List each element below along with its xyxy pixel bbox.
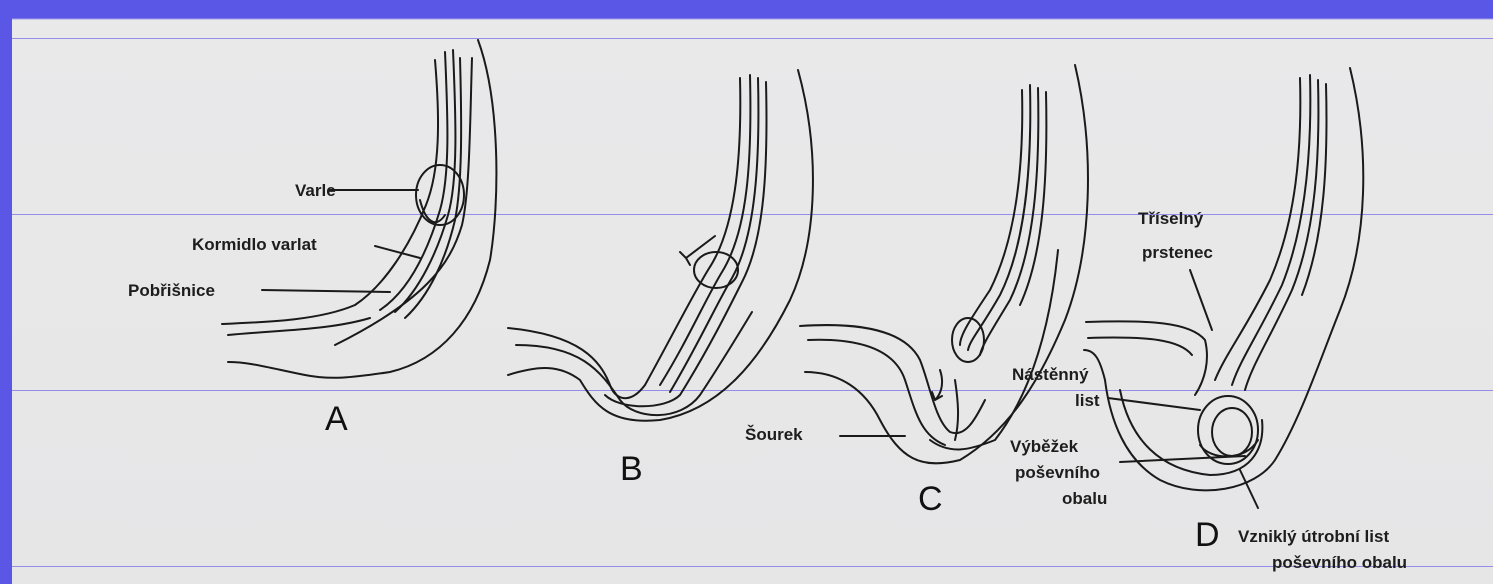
label-utrobni-line2: poševního obalu <box>1272 552 1407 573</box>
panel-letter-a: A <box>325 402 348 436</box>
label-pobrisnice: Pobřišnice <box>128 280 215 301</box>
label-trisel-line1: Tříselný <box>1138 208 1203 229</box>
label-vybezek-line1: Výběžek <box>1010 436 1078 457</box>
label-vybezek-line2: poševního <box>1015 462 1100 483</box>
label-utrobni-line1: Vzniklý útrobní list <box>1238 526 1389 547</box>
panel-c-drawing <box>800 65 1088 463</box>
pointer-pobrisnice <box>262 290 390 292</box>
label-vybezek-line3: obalu <box>1062 488 1107 509</box>
label-trisel-line2: prstenec <box>1142 242 1213 263</box>
pointer-utrobni <box>1240 470 1258 508</box>
pointer-vybezek <box>1120 456 1245 462</box>
panel-a-drawing <box>222 40 496 378</box>
pointer-nastenny <box>1108 398 1200 410</box>
panel-letter-b: B <box>620 452 643 486</box>
pointer-kormidlo <box>375 246 420 258</box>
pointer-trisel <box>1190 270 1212 330</box>
label-kormidlo: Kormidlo varlat <box>192 234 317 255</box>
panel-d-drawing <box>1084 68 1363 490</box>
label-sourek: Šourek <box>745 424 803 445</box>
label-nastenny-line2: list <box>1075 390 1100 411</box>
panel-letter-d: D <box>1195 518 1220 552</box>
label-varle: Varle <box>295 180 336 201</box>
label-nastenny-line1: Nástěnný <box>1012 364 1089 385</box>
panel-letter-c: C <box>918 482 943 516</box>
panel-b-drawing <box>508 70 813 421</box>
